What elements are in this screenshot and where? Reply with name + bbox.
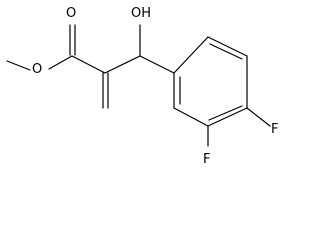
carbonyl-oxygen-label: O (66, 6, 76, 21)
ring-bond-2 (207, 36, 248, 57)
ring-inner-bond-2 (208, 105, 243, 121)
bond-ring-fluorine-top (246, 107, 271, 127)
bond-alpha-carbinol (104, 55, 141, 74)
ring-bond-4 (207, 107, 248, 127)
ring-bond-5 (173, 107, 209, 127)
ester-oxygen-label: O (32, 62, 42, 77)
bond-ester-o-carbonyl-c (48, 55, 73, 70)
bond-carbonyl-alpha (71, 55, 106, 74)
ring-bond-1 (173, 36, 209, 74)
fluorine-bottom-label: F (203, 152, 210, 167)
atom-labels: OH O O F F (32, 6, 278, 167)
bond-methyl-ester-o (6, 60, 31, 71)
fluorine-top-label: F (271, 122, 278, 137)
hydroxyl-label: OH (131, 6, 151, 21)
ring-inner-bond-1 (209, 43, 243, 60)
chemical-structure: OH O O F F (6, 6, 278, 167)
bonds (6, 24, 271, 147)
bond-carbinol-ring (139, 55, 175, 74)
